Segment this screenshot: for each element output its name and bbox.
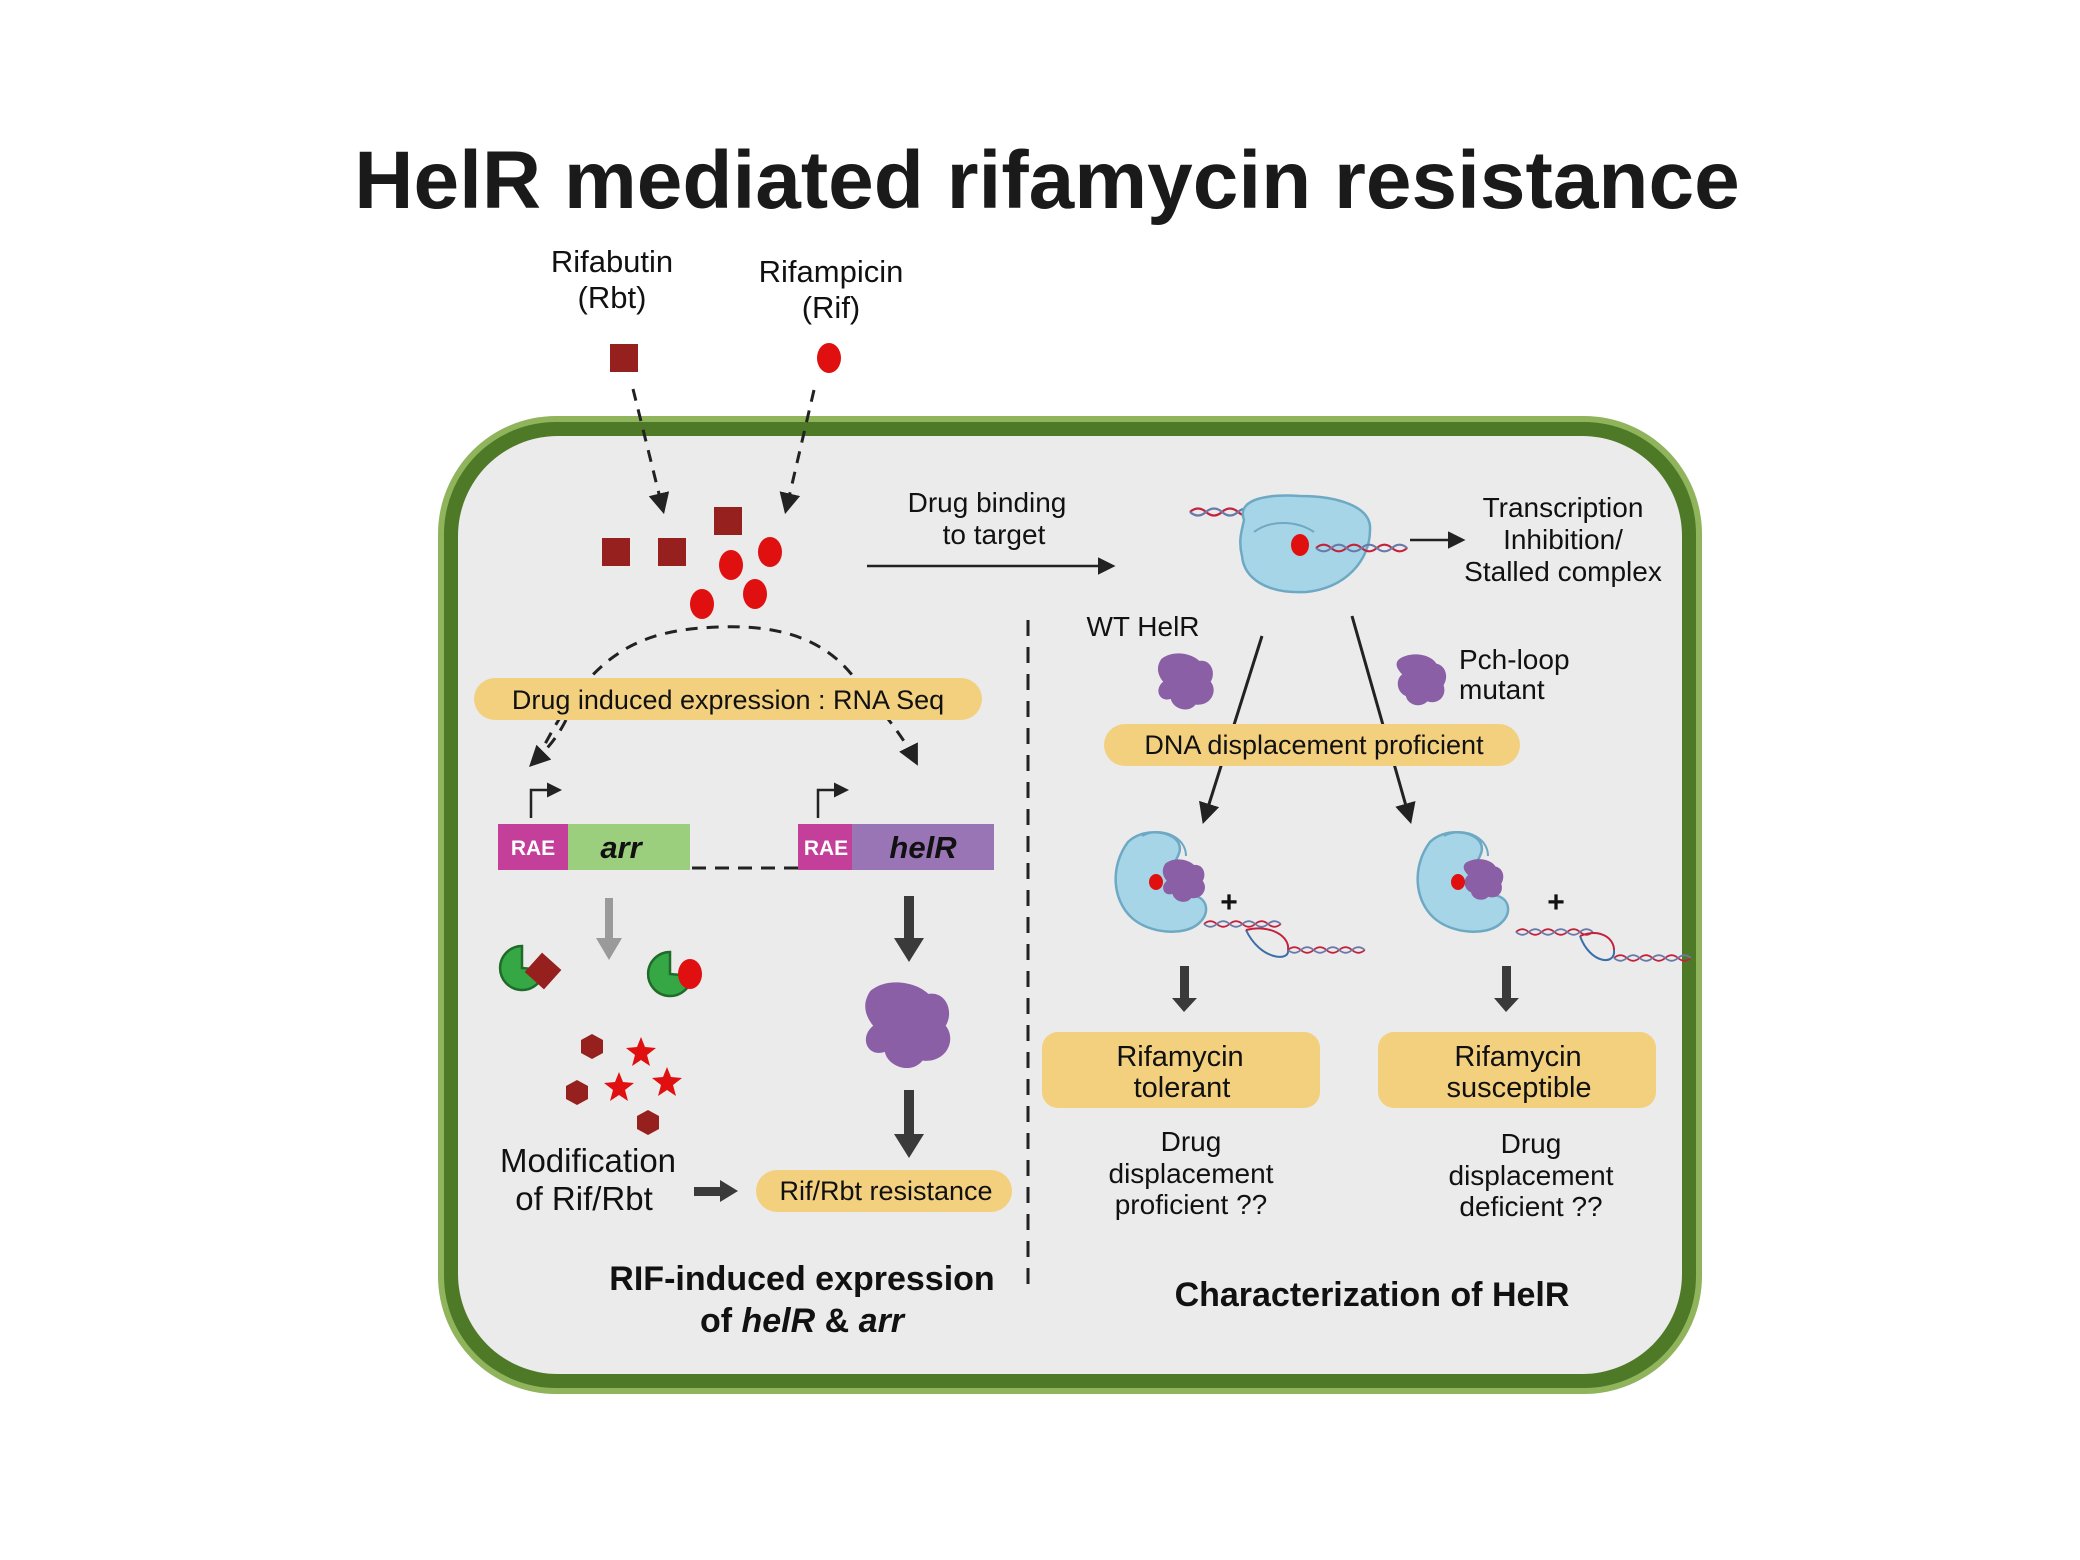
- left-section-title-2: of helR & arr: [700, 1302, 906, 1340]
- rifabutin-abbr: (Rbt): [578, 280, 647, 315]
- right-section-title: Characterization of HelR: [1175, 1276, 1570, 1314]
- pch-loop-label: Pch-loop: [1459, 644, 1570, 675]
- arr-enzyme-rif: [646, 950, 702, 998]
- drug-binding-label: Drug binding: [908, 487, 1067, 518]
- left-section-title: RIF-induced expression: [609, 1260, 994, 1298]
- arr-expression-arrow: [596, 898, 622, 960]
- rifampicin-abbr: (Rif): [802, 290, 861, 325]
- rifampicin-icon: [817, 343, 841, 373]
- modification-label: Modification: [500, 1142, 676, 1179]
- modified-drugs: [566, 1034, 682, 1135]
- rnap-helr-complex-wt: [1114, 831, 1208, 933]
- tolerant-label-2: tolerant: [1134, 1072, 1231, 1104]
- helr-resistance-arrow: [894, 1090, 924, 1158]
- section-helr: helR: [742, 1302, 816, 1340]
- rna-seq-pill: [474, 678, 982, 720]
- deficient-note-2: displacement: [1449, 1160, 1614, 1191]
- deficient-note-3: deficient ??: [1459, 1191, 1602, 1222]
- helr-rae-label: RAE: [804, 837, 848, 860]
- wt-helr-label: WT HelR: [1086, 611, 1199, 642]
- modification-label-2: of Rif/Rbt: [515, 1180, 653, 1217]
- helr-gene-cassette: [798, 782, 994, 870]
- section-amp: &: [825, 1302, 850, 1340]
- mutant-path-arrow: [1350, 615, 1416, 825]
- induction-arc-left: [529, 719, 568, 767]
- susceptible-pill: [1378, 1032, 1656, 1108]
- arr-rae-label: RAE: [511, 837, 555, 860]
- transcription-label-3: Stalled complex: [1464, 556, 1662, 587]
- plus-wt: +: [1220, 886, 1238, 919]
- tolerant-label: Rifamycin: [1116, 1041, 1243, 1073]
- released-dna-mutant: [1515, 928, 1692, 962]
- proficient-note: Drug: [1161, 1126, 1222, 1157]
- resistance-label: Rif/Rbt resistance: [779, 1176, 992, 1206]
- section-arr: arr: [859, 1302, 906, 1340]
- modification-arrow: [694, 1180, 738, 1202]
- resistance-pill: [756, 1170, 1012, 1212]
- released-dna-wt: [1203, 920, 1366, 958]
- plus-mutant: +: [1547, 886, 1565, 919]
- susceptible-label-2: susceptible: [1446, 1072, 1591, 1104]
- bacterial-cell: [438, 416, 1702, 1394]
- drug-binding-label-2: to target: [943, 519, 1046, 550]
- rifampicin-label: Rifampicin: [759, 254, 904, 289]
- transcription-label: Transcription: [1483, 492, 1644, 523]
- deficient-note: Drug: [1501, 1128, 1562, 1159]
- pch-mutant-icon: [1396, 654, 1447, 706]
- rnap-complex-icon: [1188, 494, 1409, 594]
- dna-displacement-pill: [1104, 724, 1520, 766]
- intracellular-drugs: [602, 507, 782, 619]
- rifabutin-label: Rifabutin: [551, 244, 673, 279]
- section-of: of: [700, 1302, 733, 1340]
- arr-gene-label: arr: [600, 830, 643, 865]
- rna-seq-label: Drug induced expression : RNA Seq: [512, 685, 944, 715]
- tolerant-arrow: [1172, 966, 1197, 1012]
- helr-expression-arrow: [894, 896, 924, 962]
- arr-gene-cassette: [498, 782, 690, 870]
- helr-gene-label: helR: [889, 830, 957, 865]
- pch-loop-label-2: mutant: [1459, 674, 1545, 705]
- dna-displacement-label: DNA displacement proficient: [1144, 730, 1484, 760]
- proficient-note-2: displacement: [1109, 1158, 1274, 1189]
- tolerant-pill: [1042, 1032, 1320, 1108]
- susceptible-arrow: [1494, 966, 1519, 1012]
- figure-title: HelR mediated rifamycin resistance: [354, 135, 1739, 226]
- rnap-helr-complex-mutant: [1416, 831, 1510, 933]
- susceptible-label: Rifamycin: [1454, 1041, 1581, 1073]
- proficient-note-3: proficient ??: [1115, 1189, 1268, 1220]
- arr-enzyme-rbt: [498, 944, 562, 992]
- rifabutin-icon: [610, 344, 638, 372]
- transcription-label-2: Inhibition/: [1503, 524, 1623, 555]
